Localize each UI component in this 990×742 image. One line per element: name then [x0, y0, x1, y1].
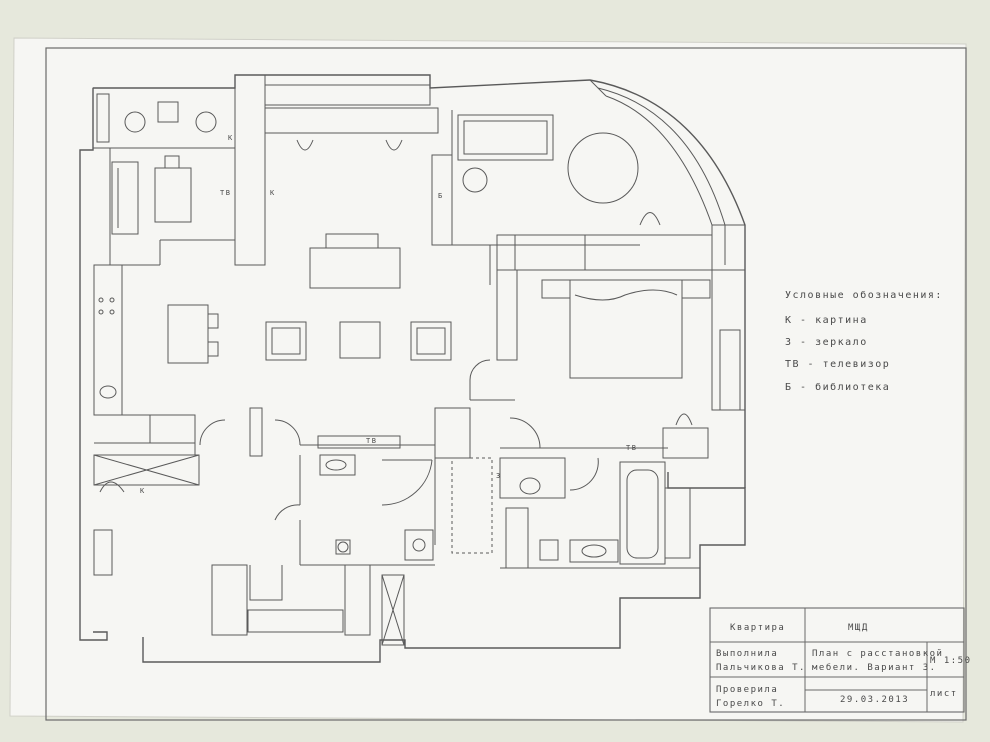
plan-label-tv1: ТВ — [220, 189, 231, 197]
plan-label-b1: Б — [438, 192, 444, 200]
stamp-checked-name: Горелко Т. — [716, 699, 785, 709]
plan-label-tv2: ТВ — [366, 437, 377, 445]
stamp-checked-label: Проверила — [716, 685, 778, 695]
paper — [9, 37, 967, 723]
stamp-done-by-label: Выполнила — [716, 649, 778, 659]
legend-title: Условные обозначения: — [785, 289, 943, 301]
stamp-scale: М 1:50 — [930, 656, 972, 666]
stamp-date: 29.03.2013 — [840, 695, 909, 705]
stamp-school: МЩД — [848, 623, 869, 633]
stamp-done-by-name: Пальчикова Т. — [716, 663, 806, 673]
plan-label-k3: К — [140, 487, 146, 495]
legend-item-painting: К - картина — [785, 315, 868, 326]
stamp-title-line2: мебели. Вариант 3. — [812, 662, 937, 673]
legend: Условные обозначения: К - картина З - зе… — [785, 289, 943, 393]
plan-label-tv3: ТВ — [626, 444, 637, 452]
stamp-apartment: Квартира — [730, 623, 785, 633]
plan-label-z1: З — [496, 472, 502, 480]
stamp-sheet: лист — [930, 689, 958, 699]
drawing-frame — [45, 47, 967, 721]
legend-item-mirror: З - зеркало — [785, 337, 868, 348]
title-block: Квартира МЩД Выполнила Пальчикова Т. Пла… — [709, 607, 972, 713]
stamp-title-line1: План с расстановкой — [812, 649, 943, 659]
legend-item-tv: ТВ - телевизор — [785, 359, 890, 370]
legend-item-library: Б - библиотека — [785, 381, 890, 393]
plan-label-k1: К — [228, 134, 234, 142]
plan-label-k2: К — [270, 189, 276, 197]
floor-plan — [79, 74, 746, 663]
